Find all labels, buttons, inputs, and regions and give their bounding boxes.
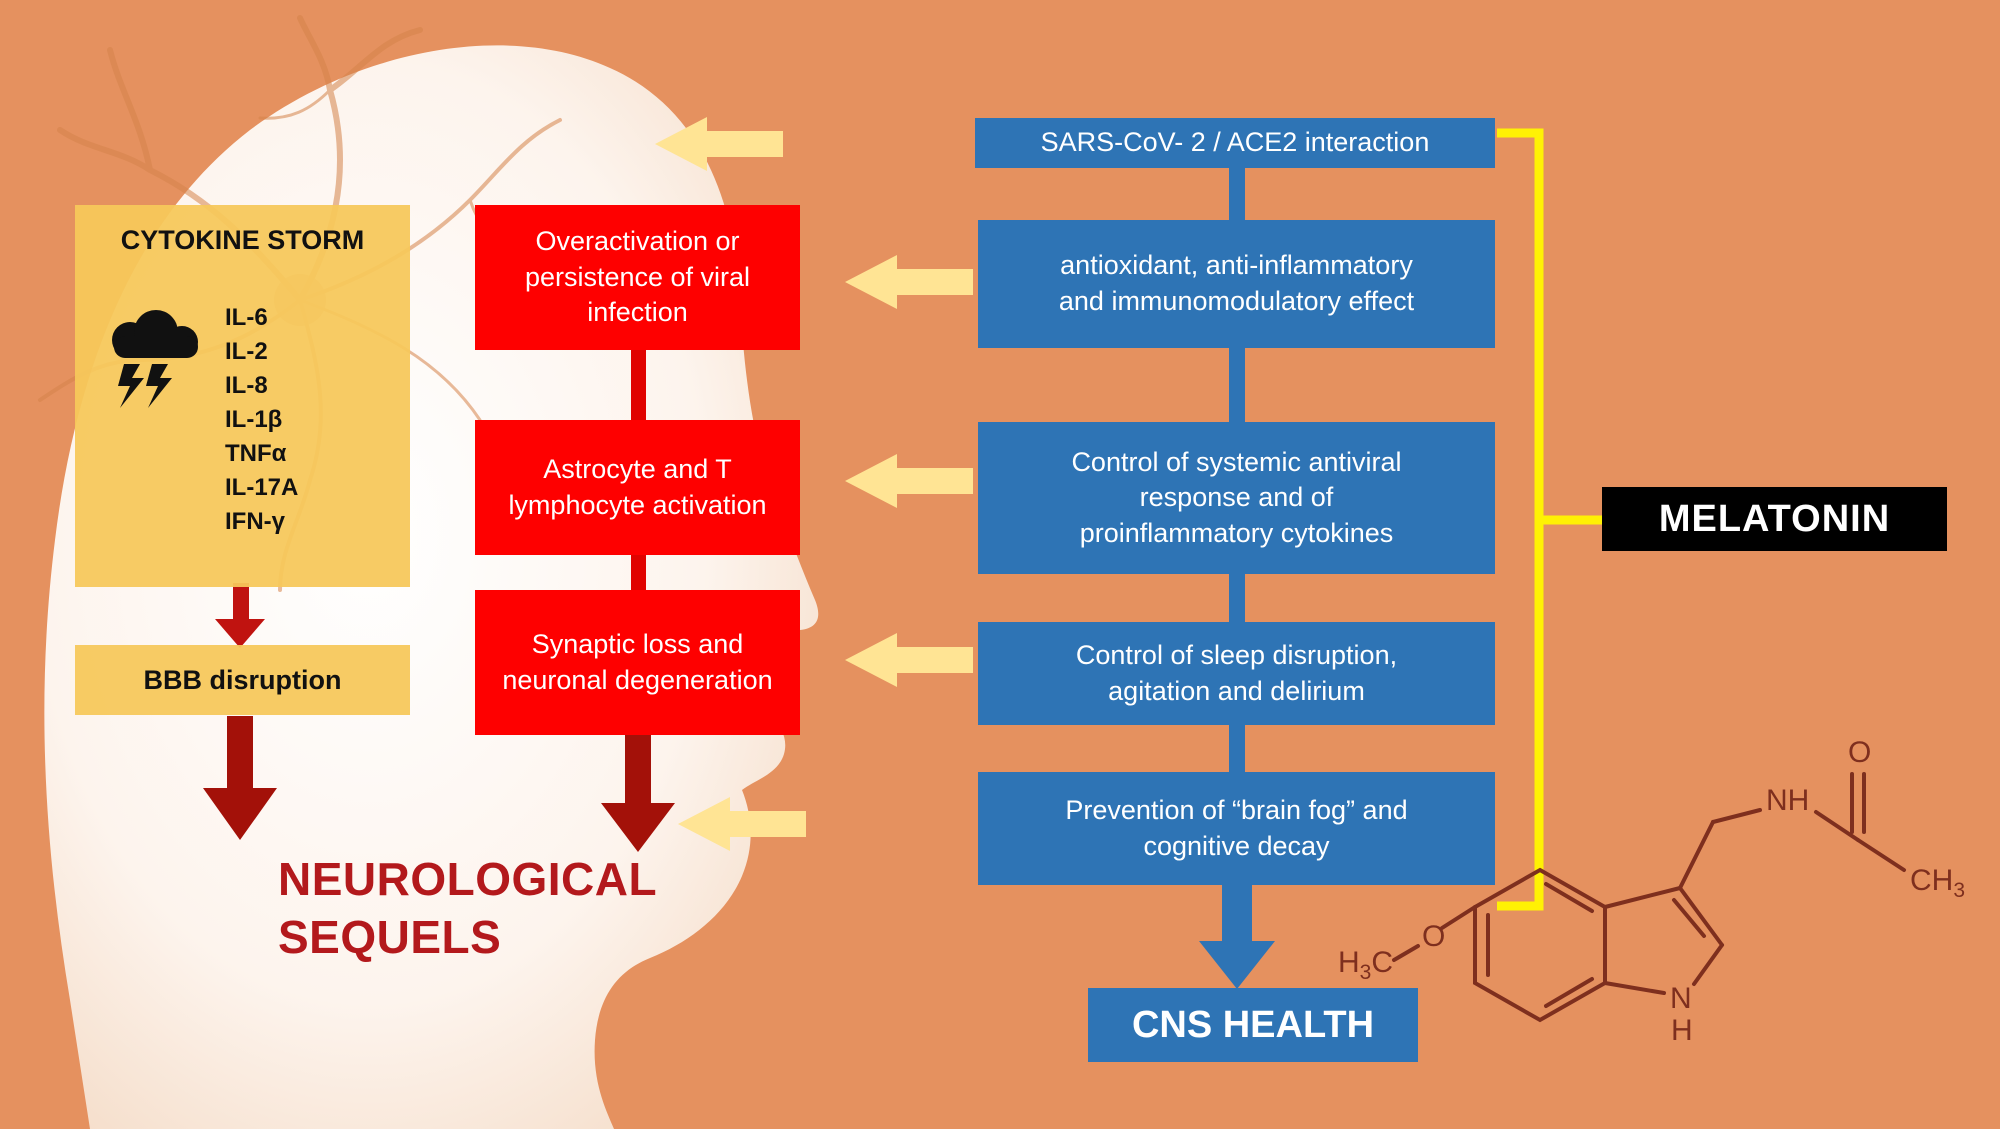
sars-ace2-label: SARS-CoV- 2 / ACE2 interaction bbox=[1040, 127, 1430, 158]
acetyl-ch3-label: CH3 bbox=[1910, 864, 1965, 902]
cytokine-item: IL-1β bbox=[225, 406, 283, 433]
cns-health-box: CNS HEALTH bbox=[1088, 988, 1418, 1062]
melatonin-bonds bbox=[1392, 772, 1906, 1023]
arrow-bbb-to-sequels bbox=[203, 716, 277, 840]
sequels-line1: NEUROLOGICAL bbox=[278, 853, 658, 905]
bbb-disruption-box: BBB disruption bbox=[75, 645, 410, 715]
cytokine-item: IL-17A bbox=[225, 474, 299, 501]
melatonin-atom-labels: H3C O NH O CH3 N H bbox=[1338, 736, 1965, 1047]
indole-n-label: N bbox=[1670, 982, 1692, 1015]
melatonin-structure: H3C O NH O CH3 N H bbox=[1338, 736, 1965, 1047]
cns-health-label: CNS HEALTH bbox=[1131, 1003, 1375, 1046]
brain-fog-prevention-box: Prevention of “brain fog” and cognitive … bbox=[978, 772, 1495, 885]
arrow-effect-viral bbox=[845, 255, 973, 309]
neurological-sequels-label: NEUROLOGICAL SEQUELS bbox=[278, 850, 657, 966]
brain-fog-prevention-label: Prevention of “brain fog” and cognitive … bbox=[1065, 794, 1408, 861]
arrow-to-cns-health bbox=[1199, 885, 1275, 989]
systemic-antiviral-box: Control of systemic antiviral response a… bbox=[978, 422, 1495, 574]
sleep-control-box: Control of sleep disruption, agitation a… bbox=[978, 622, 1495, 725]
melatonin-label: MELATONIN bbox=[1658, 497, 1891, 540]
systemic-antiviral-label: Control of systemic antiviral response a… bbox=[1071, 446, 1402, 548]
astrocyte-activation-box: Astrocyte and T lymphocyte activation bbox=[475, 420, 800, 555]
melatonin-bracket bbox=[1497, 128, 1602, 911]
cytokine-item: IL-6 bbox=[225, 304, 268, 331]
blue-chain-connectors bbox=[1229, 166, 1245, 774]
sleep-control-label: Control of sleep disruption, agitation a… bbox=[1075, 639, 1398, 706]
cytokine-item: IFN-γ bbox=[225, 508, 285, 535]
arrow-synaptic-to-sequels bbox=[601, 733, 675, 852]
arrow-effect-brainfog bbox=[678, 797, 806, 851]
viral-overactivation-box: Overactivation or persistence of viral i… bbox=[475, 205, 800, 350]
sars-ace2-box: SARS-CoV- 2 / ACE2 interaction bbox=[975, 118, 1495, 168]
arrow-effect-astrocyte bbox=[845, 454, 973, 508]
cytokine-storm-title: CYTOKINE STORM bbox=[120, 225, 365, 255]
synaptic-loss-label: Synaptic loss and neuronal degeneration bbox=[502, 628, 773, 695]
antioxidant-effect-box: antioxidant, anti-inflammatory and immun… bbox=[978, 220, 1495, 348]
methoxy-ch3-label: H3C bbox=[1338, 946, 1393, 984]
storm-cloud-icon bbox=[112, 310, 198, 408]
sequels-line2: SEQUELS bbox=[278, 911, 502, 963]
connector-astrocyte-to-synaptic bbox=[631, 553, 646, 594]
bbb-disruption-label: BBB disruption bbox=[143, 664, 342, 695]
cytokine-item: IL-2 bbox=[225, 338, 268, 365]
carbonyl-o-label: O bbox=[1848, 736, 1871, 769]
antioxidant-effect-label: antioxidant, anti-inflammatory and immun… bbox=[1058, 250, 1415, 316]
cytokine-item: TNFα bbox=[225, 440, 287, 467]
synaptic-loss-box: Synaptic loss and neuronal degeneration bbox=[475, 590, 800, 735]
methoxy-o-label: O bbox=[1422, 920, 1445, 953]
arrow-cytokine-to-bbb bbox=[215, 583, 265, 648]
arrow-effect-synaptic bbox=[845, 633, 973, 687]
cytokine-item: IL-8 bbox=[225, 372, 268, 399]
melatonin-label-box: MELATONIN bbox=[1602, 487, 1947, 551]
viral-overactivation-label: Overactivation or persistence of viral i… bbox=[524, 226, 751, 328]
cytokine-list: IL-6 IL-2 IL-8 IL-1β TNFα IL-17A IFN-γ bbox=[225, 301, 298, 539]
indole-h-label: H bbox=[1671, 1014, 1693, 1047]
amide-nh-label: NH bbox=[1766, 784, 1809, 817]
melatonin-effect-arrows bbox=[655, 117, 973, 851]
connector-viral-to-astrocyte bbox=[631, 348, 646, 424]
arrow-effect-sars bbox=[655, 117, 783, 171]
cytokine-storm-box: CYTOKINE STORM IL-6 IL-2 IL-8 IL-1β TNFα… bbox=[75, 205, 410, 587]
lightning-icon bbox=[118, 364, 172, 408]
astrocyte-activation-label: Astrocyte and T lymphocyte activation bbox=[508, 453, 767, 520]
